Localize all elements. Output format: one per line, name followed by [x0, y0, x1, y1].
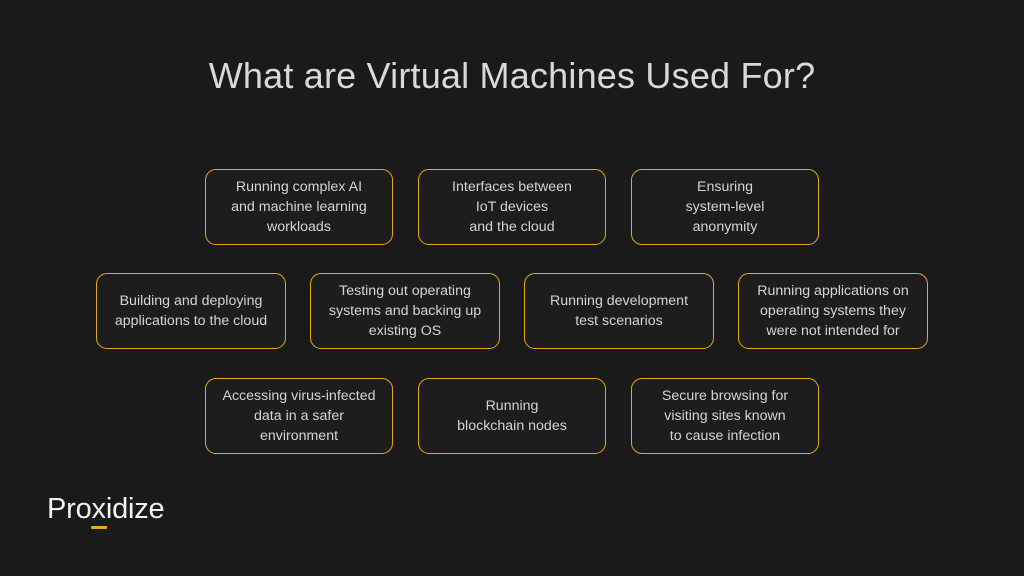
logo-accent-letter: x: [90, 493, 108, 529]
use-case-card: Interfaces between IoT devices and the c…: [418, 169, 606, 245]
use-case-card: Running applications on operating system…: [738, 273, 928, 349]
page-title: What are Virtual Machines Used For?: [208, 55, 816, 96]
use-case-card: Building and deploying applications to t…: [96, 273, 286, 349]
use-case-card: Running blockchain nodes: [418, 378, 606, 454]
logo-text-after: idize: [105, 493, 165, 525]
use-case-card: Running development test scenarios: [524, 273, 714, 349]
card-row-1: Running complex AI and machine learning …: [204, 169, 820, 245]
use-case-card: Accessing virus-infected data in a safer…: [205, 378, 393, 454]
use-case-card: Ensuring system-level anonymity: [631, 169, 819, 245]
logo-text-before: Pro: [47, 493, 92, 525]
use-case-card: Secure browsing for visiting sites known…: [631, 378, 819, 454]
use-case-card: Testing out operating systems and backin…: [310, 273, 500, 349]
proxidize-logo: Proxidize: [47, 493, 165, 529]
card-row-3: Accessing virus-infected data in a safer…: [204, 378, 820, 454]
use-case-card: Running complex AI and machine learning …: [205, 169, 393, 245]
card-row-2: Building and deploying applications to t…: [96, 273, 928, 349]
